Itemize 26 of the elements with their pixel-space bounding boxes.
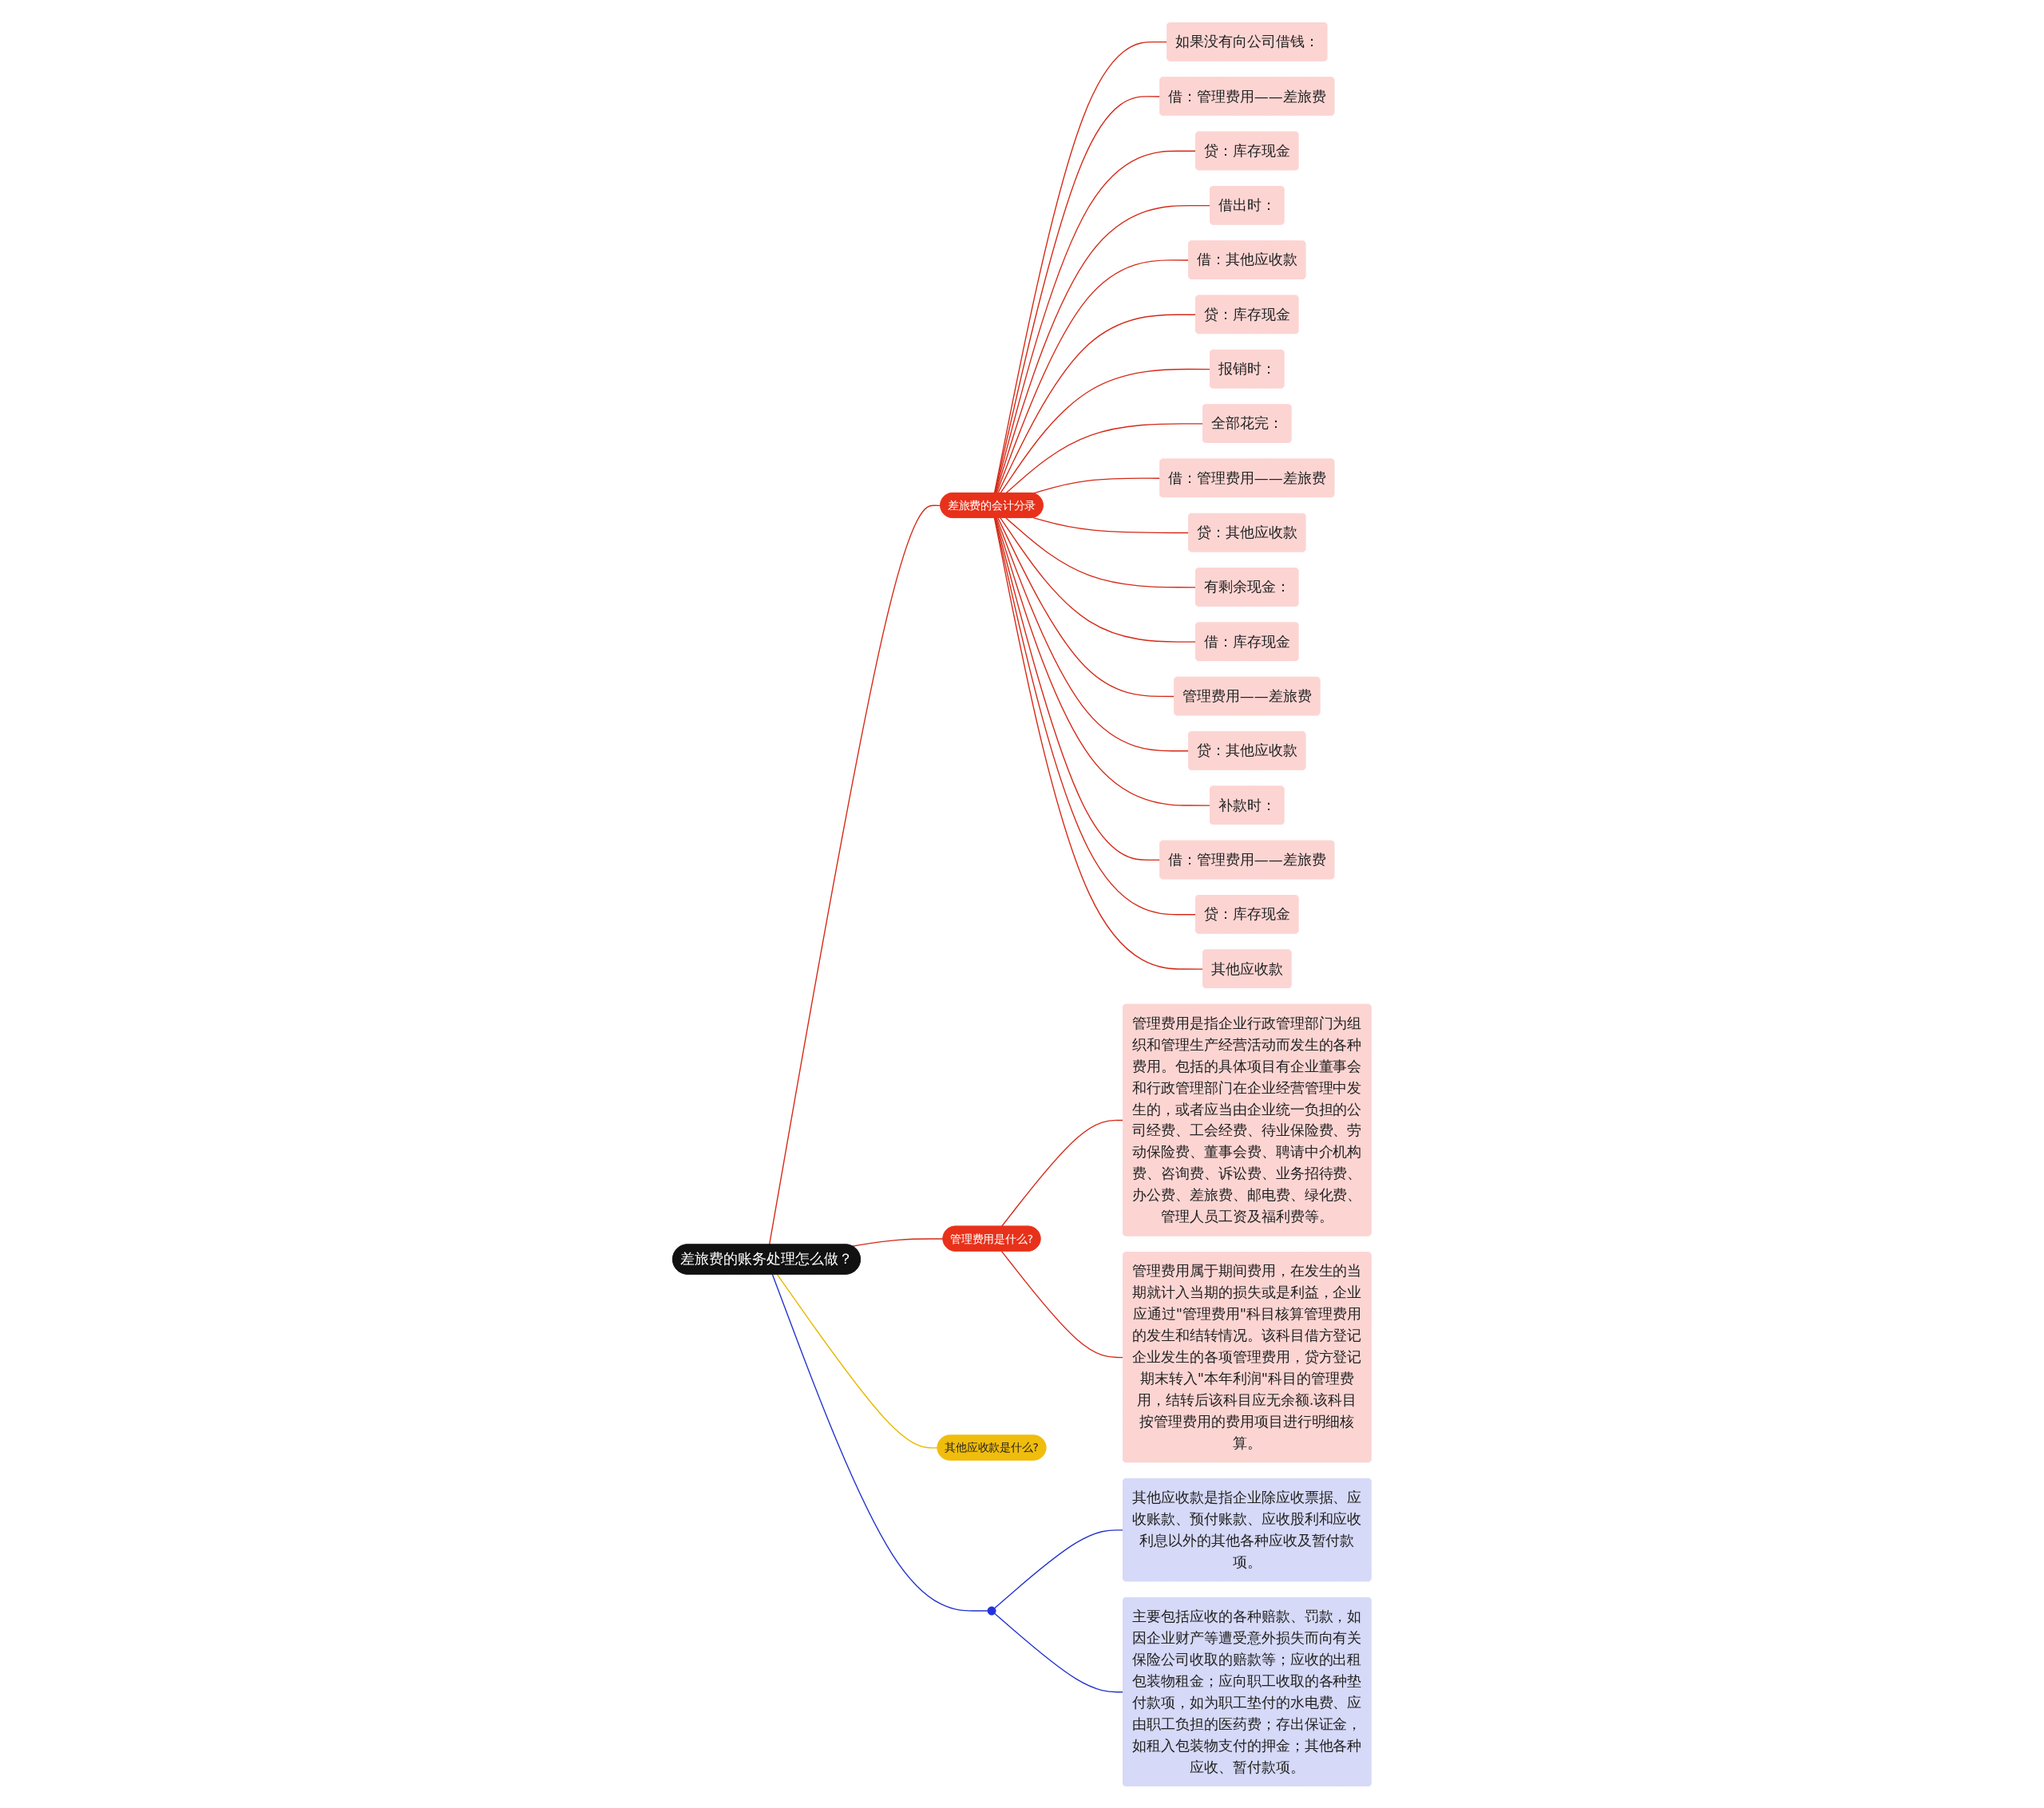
connector bbox=[769, 504, 941, 1245]
connector bbox=[997, 516, 1175, 697]
node-circle bbox=[987, 1606, 996, 1616]
connector bbox=[776, 1273, 939, 1449]
connector bbox=[996, 516, 1190, 751]
connector bbox=[997, 314, 1197, 494]
connector bbox=[771, 1273, 988, 1612]
connector bbox=[1032, 516, 1190, 533]
connector bbox=[1005, 516, 1197, 588]
connector bbox=[1032, 477, 1161, 494]
connector bbox=[995, 516, 1211, 806]
connector bbox=[994, 150, 1197, 494]
connector bbox=[994, 516, 1161, 860]
connector bbox=[1005, 422, 1204, 494]
connector bbox=[1001, 1250, 1124, 1358]
connector bbox=[994, 1529, 1124, 1608]
connector bbox=[993, 41, 1168, 494]
connector bbox=[1000, 516, 1197, 643]
connector bbox=[994, 95, 1161, 494]
connector bbox=[994, 1612, 1124, 1692]
connector bbox=[995, 204, 1211, 494]
connector bbox=[993, 516, 1204, 970]
connector bbox=[1000, 368, 1211, 494]
connector bbox=[1001, 1119, 1124, 1227]
connector bbox=[996, 259, 1190, 494]
connector bbox=[994, 516, 1197, 915]
